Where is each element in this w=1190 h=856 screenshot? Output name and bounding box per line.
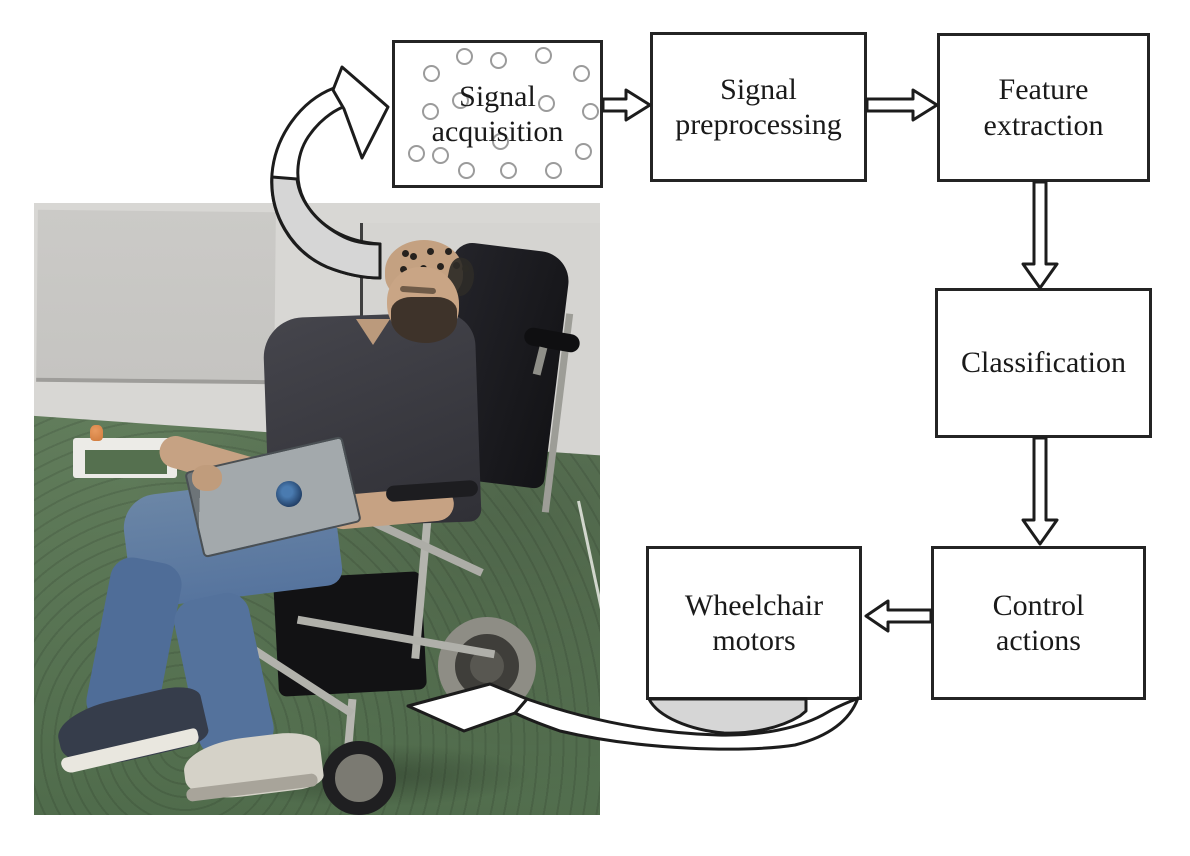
arrow-feature-extraction-to-classification (1021, 180, 1059, 290)
box-feature-extraction: Feature extraction (937, 33, 1150, 182)
box-label-control-actions: Control actions (992, 588, 1085, 657)
electrode-circle (535, 47, 552, 64)
arrow-preprocessing-to-feature-extraction (865, 88, 939, 122)
box-signal-acquisition: Signal acquisition (392, 40, 603, 188)
wheelchair-user-photo (34, 203, 600, 815)
electrode-circle (573, 65, 590, 82)
electrode-circle (575, 143, 592, 160)
box-label-feature-extraction: Feature extraction (983, 73, 1104, 142)
electrode-circle (456, 48, 473, 65)
whiteboard-left (36, 209, 276, 385)
eeg-electrode-dots (402, 250, 409, 257)
electrode-field (395, 43, 600, 185)
front-wheel (322, 741, 396, 815)
box-label-wheelchair-motors: Wheelchair motors (684, 588, 824, 657)
arrow-control-actions-to-wheelchair-motors (864, 599, 933, 633)
electrode-circle (492, 133, 509, 150)
orange-cone (90, 425, 103, 441)
electrode-circle (500, 162, 517, 179)
left-hand (192, 465, 222, 491)
box-label-signal-acquisition: Signal acquisition (431, 79, 564, 148)
electrode-circle (538, 95, 555, 112)
box-wheelchair-motors: Wheelchair motors (646, 546, 862, 700)
electrode-circle (490, 52, 507, 69)
electrode-circle (582, 103, 599, 120)
curved-arrow-photo-to-acquisition-head (331, 65, 390, 160)
electrode-circle (408, 145, 425, 162)
electrode-circle (432, 147, 449, 164)
box-label-classification: Classification (961, 346, 1126, 380)
beard (391, 297, 457, 343)
electrode-circle (452, 92, 469, 109)
electrode-circle (423, 65, 440, 82)
box-signal-preprocessing: Signal preprocessing (650, 32, 867, 182)
electrode-circle (422, 103, 439, 120)
box-control-actions: Control actions (931, 546, 1146, 700)
electrode-circle (458, 162, 475, 179)
box-classification: Classification (935, 288, 1152, 438)
white-bench-opening (85, 450, 167, 474)
curved-arrow-motors-to-photo-shade (647, 697, 808, 735)
arrow-acquisition-to-preprocessing (601, 88, 652, 122)
box-label-signal-preprocessing: Signal preprocessing (675, 72, 842, 141)
arrow-classification-to-control-actions (1021, 436, 1059, 546)
electrode-circle (545, 162, 562, 179)
